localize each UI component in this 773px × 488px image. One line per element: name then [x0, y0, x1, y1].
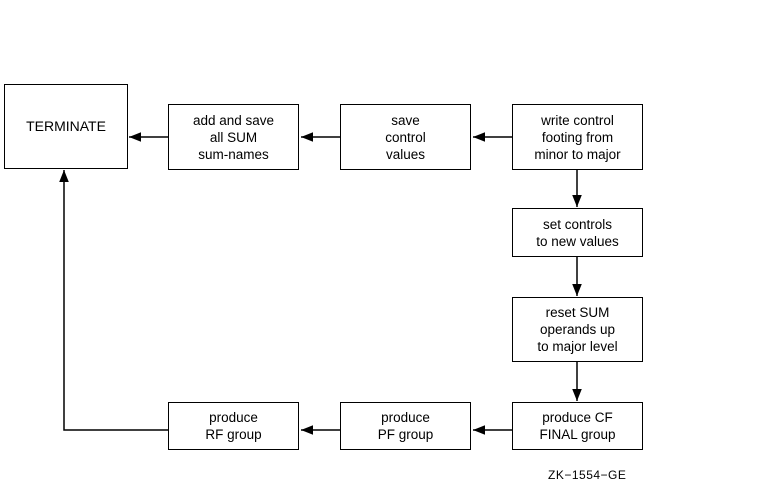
node-produce-pf: produce PF group — [340, 402, 471, 450]
node-set-controls: set controls to new values — [512, 208, 643, 257]
node-set-controls-line-1: set controls — [542, 216, 613, 232]
node-write-control-line-1: write control — [541, 112, 614, 128]
node-set-controls-line-2: to new values — [536, 233, 619, 249]
node-produce-pf-line-1: produce — [381, 410, 430, 425]
node-produce-rf: produce RF group — [168, 402, 299, 450]
node-produce-cf-line-2: FINAL group — [539, 427, 616, 442]
node-produce-cf: produce CF FINAL group — [512, 402, 643, 450]
node-produce-rf-line-2: RF group — [205, 427, 262, 442]
figure-id: ZK−1554−GE — [548, 468, 627, 482]
node-reset-sum-line-2: operands up — [539, 322, 616, 337]
node-save-control-line-2: control — [385, 129, 426, 145]
node-reset-sum-line-1: reset SUM — [545, 305, 610, 320]
node-produce-cf-line-1: produce CF — [542, 410, 613, 425]
node-terminate-line-1: TERMINATE — [26, 118, 106, 134]
node-write-control-line-2: footing from — [541, 129, 614, 145]
node-produce-pf-line-2: PF group — [377, 427, 434, 442]
node-produce-rf-line-1: produce — [209, 410, 258, 425]
node-add-and-save-line-2: all SUM — [209, 129, 258, 145]
node-reset-sum-line-3: to major level — [537, 339, 618, 354]
node-add-and-save-line-1: add and save — [192, 112, 275, 128]
node-write-control: write control footing from minor to majo… — [512, 104, 643, 170]
node-terminate: TERMINATE — [4, 84, 128, 169]
node-save-control: save control values — [340, 104, 471, 170]
node-save-control-line-1: save — [391, 112, 420, 128]
node-save-control-line-3: values — [385, 146, 426, 162]
node-reset-sum: reset SUM operands up to major level — [512, 297, 643, 362]
node-add-and-save: add and save all SUM sum-names — [168, 104, 299, 170]
arrow-rf-to-terminate — [59, 170, 168, 431]
node-add-and-save-line-3: sum-names — [198, 146, 269, 162]
node-write-control-line-3: minor to major — [534, 146, 621, 162]
